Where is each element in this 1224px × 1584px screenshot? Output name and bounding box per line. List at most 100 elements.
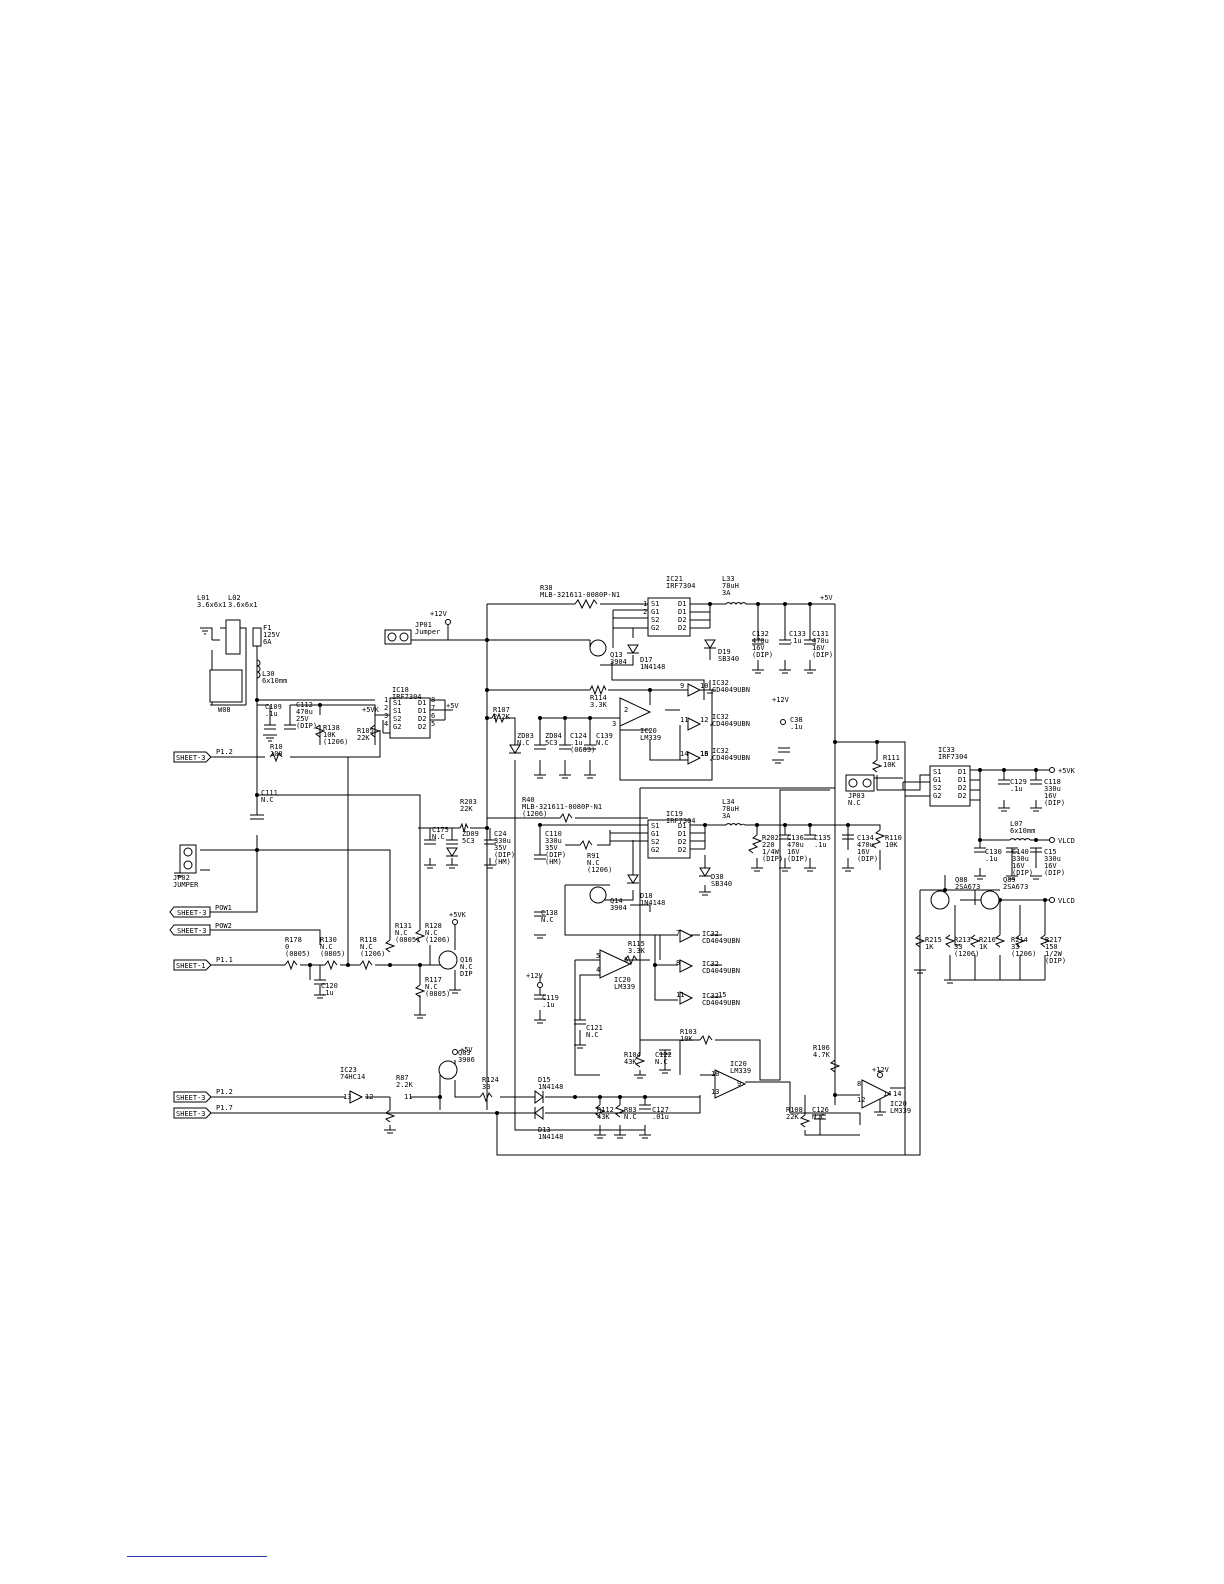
label-c127: C127.01u xyxy=(652,1106,669,1121)
pin-number: 13 xyxy=(343,1093,351,1101)
pin-label: D2 xyxy=(678,846,686,854)
connector-net: P1.2 xyxy=(216,748,233,756)
pin-number: 12 xyxy=(857,1096,865,1104)
pin-label: D1 xyxy=(958,776,966,784)
connector-net: P1.2 xyxy=(216,1088,233,1096)
ic32b-inverter xyxy=(687,717,702,731)
pin-number: 10 xyxy=(711,1070,719,1078)
pin-number: 8 xyxy=(676,959,680,967)
pin-number: 1 xyxy=(384,696,388,704)
pin-number: 7 xyxy=(676,929,680,937)
pin-label: G2 xyxy=(933,792,941,800)
label-c109: C109.1u xyxy=(265,703,282,718)
pin-label: D2 xyxy=(958,792,966,800)
grounds xyxy=(174,627,1042,1139)
pin-label: D1 xyxy=(678,822,686,830)
connector-tag: SHEET-3 xyxy=(177,927,207,935)
pin-label: D1 xyxy=(958,768,966,776)
connector-tag: SHEET-3 xyxy=(176,1110,206,1118)
pin-number: 2 xyxy=(643,608,647,616)
label-c38: C38.1u xyxy=(790,716,803,731)
connector-tag: SHEET-3 xyxy=(177,909,207,917)
pin-number: 3 xyxy=(384,712,388,720)
pin-label: D2 xyxy=(678,838,686,846)
pin-number: 9 xyxy=(737,1080,741,1088)
ic-packages xyxy=(179,597,971,874)
connector-tag: SHEET-1 xyxy=(176,962,206,970)
label-c120: C120.1u xyxy=(321,982,338,997)
pin-label: G2 xyxy=(393,723,401,731)
pin-label: G1 xyxy=(651,830,659,838)
q83-body xyxy=(438,1060,458,1080)
ic20b-comparator xyxy=(599,949,632,979)
label-c130: C130.1u xyxy=(985,848,1002,863)
sheet3-p17-connector: SHEET-3P1.7 xyxy=(173,1104,233,1119)
connector-tag: SHEET-3 xyxy=(176,754,206,762)
ic20c-comparator xyxy=(714,1069,747,1099)
pin-label: D1 xyxy=(678,608,686,616)
pin-label: G2 xyxy=(651,846,659,854)
pin-number: 6 xyxy=(624,956,628,964)
ic23-inverter xyxy=(349,1090,364,1104)
q88-body xyxy=(930,890,950,910)
pin-label: D1 xyxy=(418,699,426,707)
pin-label: D1 xyxy=(678,830,686,838)
ic32f-inverter xyxy=(679,991,694,1005)
pin-label: D2 xyxy=(958,784,966,792)
pin-label: S2 xyxy=(651,838,659,846)
pin-number: 8 xyxy=(431,696,435,704)
label-plus12v_a: +12V xyxy=(430,610,448,618)
label-w08: W08 xyxy=(218,706,231,714)
ic32c-inverter xyxy=(687,751,702,765)
pin-number: 11 xyxy=(404,1093,412,1101)
pin-label: G1 xyxy=(651,608,659,616)
pin-label: D2 xyxy=(418,715,426,723)
pin-label: S2 xyxy=(933,784,941,792)
label-c135: C135.1u xyxy=(814,834,831,849)
sheet1-p11-connector: SHEET-1P1.1 xyxy=(173,956,233,971)
sheet3-p12-connector: SHEET-3 P1.2 xyxy=(173,748,233,763)
pin-label: D2 xyxy=(418,723,426,731)
q16-body xyxy=(438,950,458,970)
